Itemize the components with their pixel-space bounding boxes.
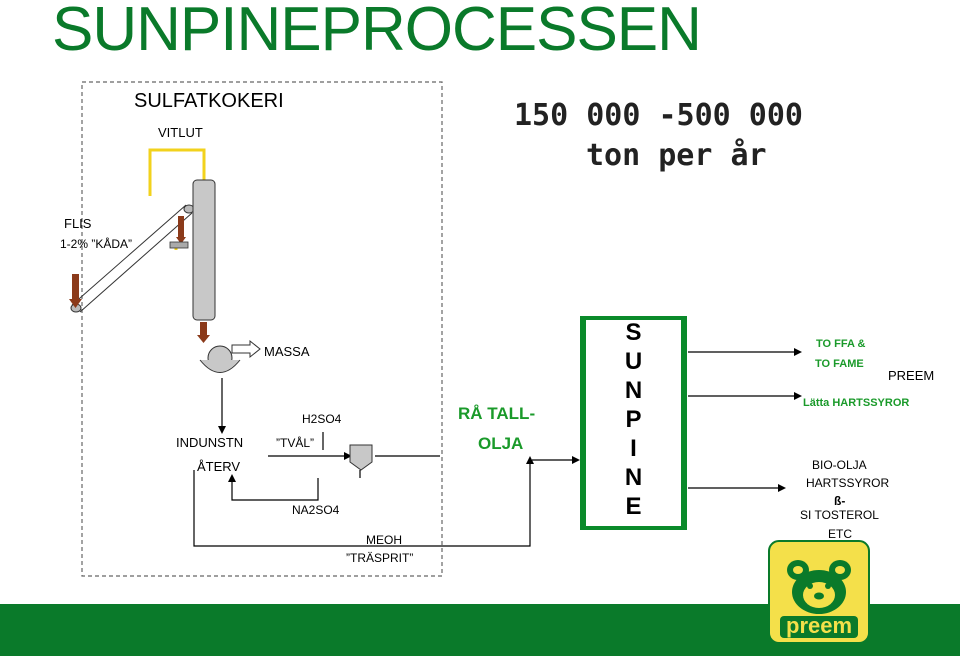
tval-label: ”TVÅL” — [276, 436, 315, 450]
sunpine-letter: E — [625, 493, 642, 520]
to-fame-label: TO FAME — [815, 358, 864, 370]
trasprit-label: ”TRÄSPRIT” — [346, 551, 414, 565]
reactor-vessel — [349, 444, 373, 471]
page-title: SUNPINEPROCESSEN — [52, 0, 702, 64]
latta-label: Lätta HARTSSYROR — [803, 397, 910, 409]
kada-inlet — [169, 241, 189, 249]
olja-label: OLJA — [478, 434, 524, 453]
vitlut-line — [148, 148, 206, 196]
vitlut-label: VITLUT — [158, 125, 203, 140]
meoh-label: MEOH — [366, 533, 402, 547]
sunpine-letter: S — [625, 319, 642, 346]
preem-logo-graphic — [768, 540, 870, 644]
hartssyror-label: HARTSSYROR — [806, 476, 890, 490]
sunpine-letter: N — [624, 377, 643, 404]
sitosterol-label: SI TOSTEROL — [800, 508, 879, 522]
conveyor — [70, 204, 195, 313]
preem-logo: preem — [768, 540, 870, 644]
capacity-line1: 150 000 -500 000 — [514, 98, 803, 133]
etc-label: ETC — [828, 527, 852, 541]
aterv-label: ÅTERV — [197, 459, 241, 474]
sunpine-letter: I — [630, 435, 637, 462]
beta-label: ß- — [834, 494, 846, 508]
capacity-line2: ton per år — [586, 138, 767, 173]
massa-label: MASSA — [264, 344, 310, 359]
ratall-label: RÅ TALL- — [458, 404, 536, 423]
kada-arrow-icon — [176, 216, 186, 244]
sulfatkokeri-boundary — [81, 81, 443, 577]
flis-arrow-icon — [69, 274, 82, 308]
sunpine-letter: N — [624, 464, 643, 491]
na2so4-label: NA2SO4 — [292, 503, 340, 517]
massa-arrow-icon — [231, 339, 261, 359]
sulfatkokeri-title: SULFATKOKERI — [134, 90, 284, 112]
sunpine-letters: S U N P I N E — [580, 318, 687, 521]
return-line — [231, 478, 319, 501]
preem-logo-text: preem — [786, 613, 853, 638]
indunstn-label: INDUNSTN — [176, 435, 244, 450]
kada-label: 1-2% ”KÅDA” — [60, 237, 133, 251]
to-ffa-label: TO FFA & — [816, 338, 866, 350]
meoh-loop — [193, 462, 531, 547]
sunpine-letter: U — [624, 348, 643, 375]
sunpine-letter: P — [625, 406, 642, 433]
bio-olja-label: BIO-OLJA — [812, 458, 867, 472]
blow-tank-base — [199, 359, 241, 373]
digester-column — [192, 179, 216, 321]
h2so4-label: H2SO4 — [302, 412, 342, 426]
flis-label: FLIS — [64, 216, 92, 231]
preem-label: PREEM — [888, 368, 935, 383]
digester-outlet-arrow-icon — [197, 322, 210, 343]
